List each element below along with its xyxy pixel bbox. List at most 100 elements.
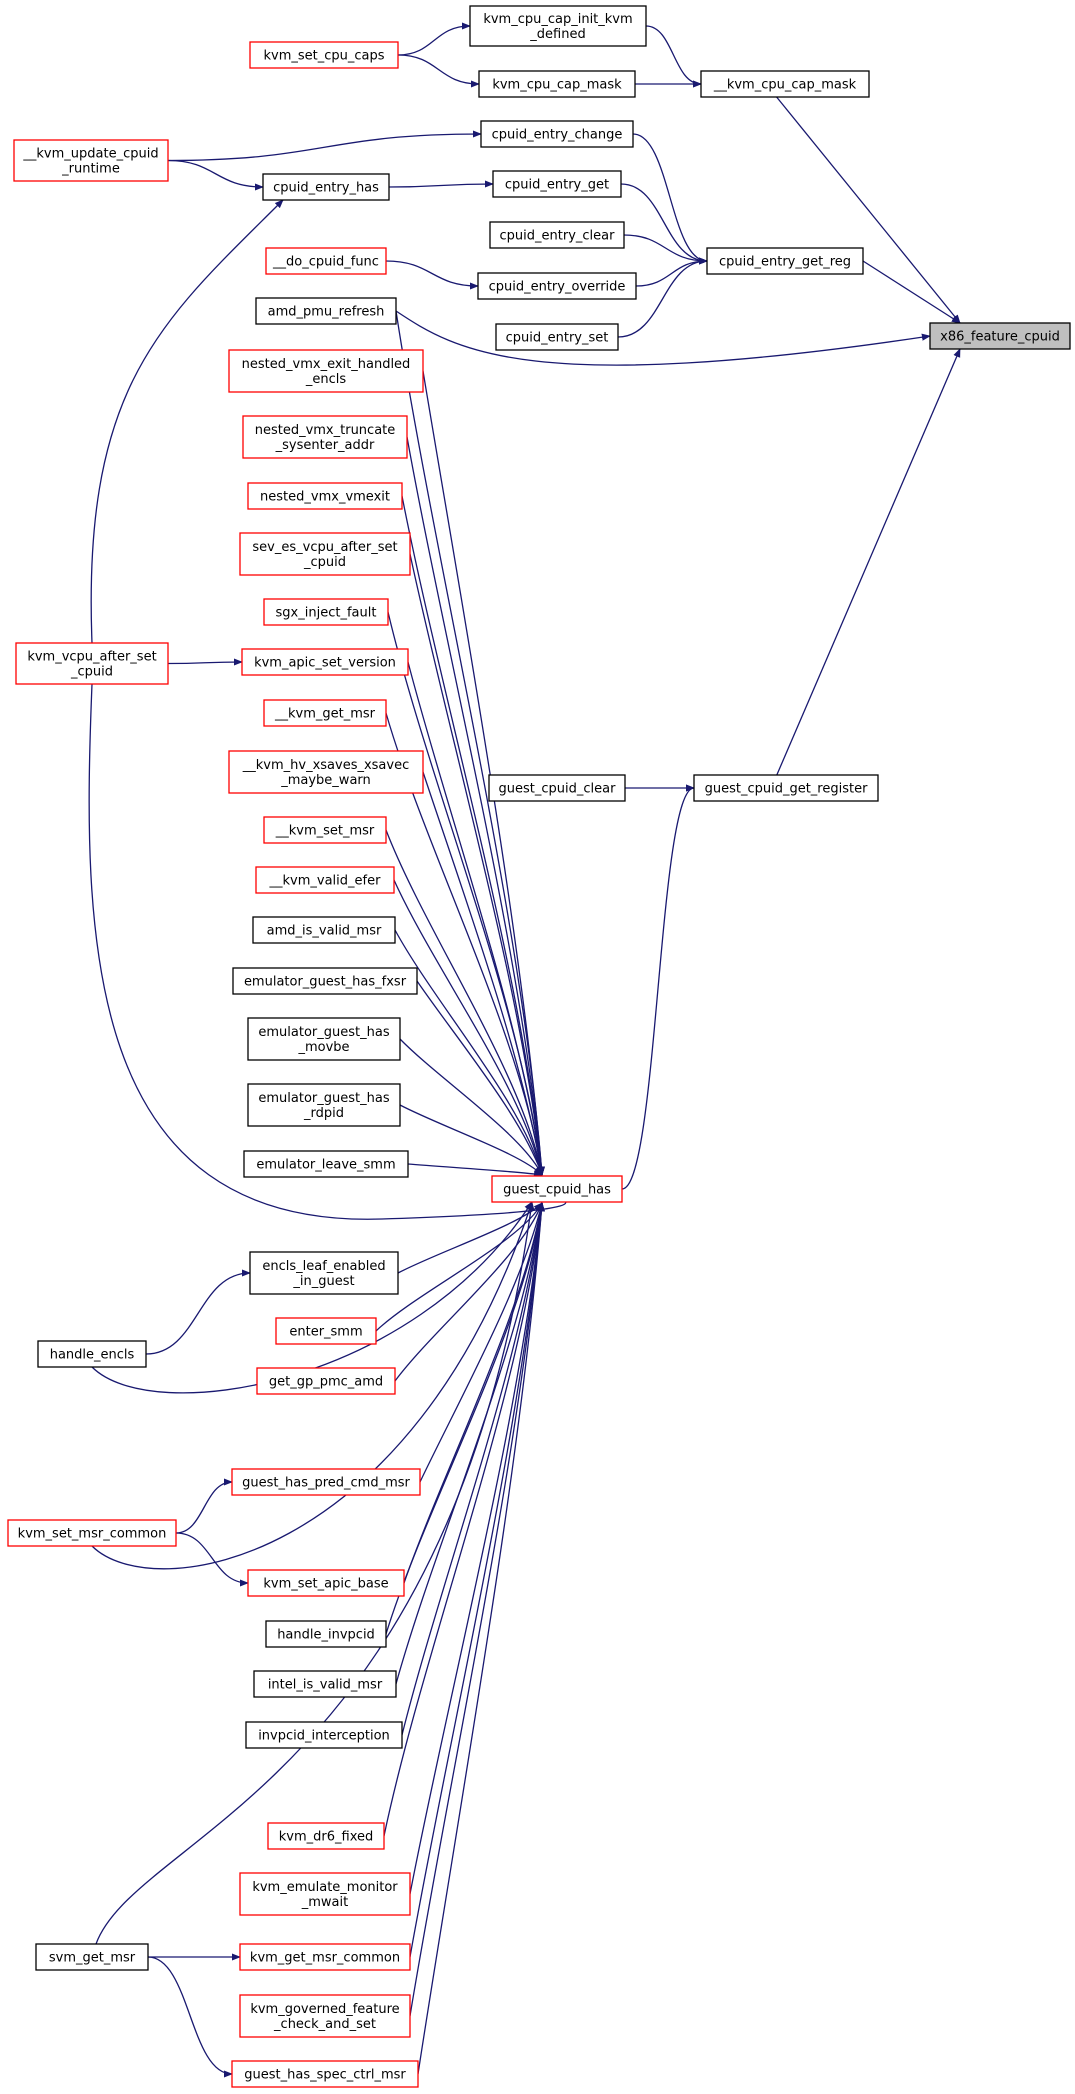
node-box [492,170,622,198]
edge-kvm-set-msr-common-to-kvm-set-apic-base [175,1532,249,1587]
node-kvm-get-msr-common[interactable]: kvm_get_msr_common [239,1943,411,1971]
node-label: __kvm_get_msr [274,707,376,722]
node-kvm-set-msr[interactable]: __kvm_set_msr [263,816,387,844]
node-box [228,750,424,794]
node-invpcid-interception[interactable]: invpcid_interception [245,1721,403,1749]
node-box [13,139,169,182]
node-kvm-cpu-cap-mask[interactable]: kvm_cpu_cap_mask [478,70,636,98]
edge-kvm-update-cpuid-runtime-to-cpuid-entry-has [167,159,264,191]
node-guest-cpuid-clear[interactable]: guest_cpuid_clear [488,774,626,802]
node-guest-cpuid-has[interactable]: guest_cpuid_has [491,1175,623,1203]
node-kvm-get-msr[interactable]: __kvm_get_msr [263,699,387,727]
node-box [267,1822,385,1850]
node-label: kvm_get_msr_common [250,1951,400,1966]
node-label: _cpuid [303,555,346,570]
node-kvm-update-cpuid-runtime[interactable]: __kvm_update_cpuid_runtime [13,139,169,182]
node-x86-feature-cpuid[interactable]: x86_feature_cpuid [929,322,1071,350]
node-cpuid-entry-change[interactable]: cpuid_entry_change [480,120,634,148]
node-label: _in_guest [292,1274,354,1289]
node-cpuid-entry-has[interactable]: cpuid_entry_has [262,173,390,201]
node-label: guest_has_pred_cmd_msr [242,1476,410,1491]
node-get-gp-pmc-amd[interactable]: get_gp_pmc_amd [256,1367,396,1395]
edge-sgx-inject-fault-to-guest-cpuid-has [387,611,545,1176]
edge-kvm-hv-xsaves-xsavec-maybe-warn-to-guest-cpuid-has [422,771,545,1176]
node-handle-invpcid[interactable]: handle_invpcid [265,1620,387,1648]
node-label: __kvm_hv_xsaves_xsavec [242,758,410,773]
node-cpuid-entry-get[interactable]: cpuid_entry_get [492,170,622,198]
node-box [480,120,634,148]
node-kvm-dr6-fixed[interactable]: kvm_dr6_fixed [267,1822,385,1850]
edge-nested-vmx-truncate-sysenter-addr-to-guest-cpuid-has [406,436,545,1176]
node-label: nested_vmx_vmexit [260,490,390,505]
node-kvm-governed-feature-check-and-set[interactable]: kvm_governed_feature_check_and_set [239,1994,411,2038]
node-label: _runtime [61,162,120,177]
node-amd-pmu-refresh[interactable]: amd_pmu_refresh [255,297,397,325]
node-enter-smm[interactable]: enter_smm [275,1317,377,1345]
node-label: handle_encls [50,1348,135,1363]
node-label: kvm_cpu_cap_mask [492,78,622,93]
node-nested-vmx-vmexit[interactable]: nested_vmx_vmexit [247,482,403,510]
node-guest-cpuid-get-register[interactable]: guest_cpuid_get_register [693,774,879,802]
node-box [247,482,403,510]
node-box [495,323,619,351]
node-guest-has-pred-cmd-msr[interactable]: guest_has_pred_cmd_msr [231,1468,421,1496]
node-kvm-cpu-cap-mask[interactable]: __kvm_cpu_cap_mask [700,70,870,98]
node-label: kvm_set_cpu_caps [263,49,384,64]
node-label: cpuid_entry_clear [500,229,616,244]
node-intel-is-valid-msr[interactable]: intel_is_valid_msr [253,1670,397,1698]
node-cpuid-entry-override[interactable]: cpuid_entry_override [477,272,637,300]
edge-cpuid-entry-get-to-cpuid-entry-get-reg [620,183,708,265]
node-box [263,816,387,844]
node-label: _cpuid [70,665,113,680]
node-kvm-apic-set-version[interactable]: kvm_apic_set_version [241,648,409,676]
node-kvm-emulate-monitor-mwait[interactable]: kvm_emulate_monitor_mwait [239,1872,411,1916]
node-box [488,774,626,802]
node-box [256,1367,396,1395]
node-nested-vmx-truncate-sysenter-addr[interactable]: nested_vmx_truncate_sysenter_addr [242,415,408,459]
node-box [263,699,387,727]
node-sgx-inject-fault[interactable]: sgx_inject_fault [263,598,389,626]
edge-guest-has-spec-ctrl-msr-to-guest-cpuid-has [417,1202,545,2075]
node-label: emulator_guest_has [258,1025,389,1040]
edge-sev-es-vcpu-after-set-cpuid-to-guest-cpuid-has [409,553,545,1176]
node-label: sev_es_vcpu_after_set [252,540,397,555]
node-cpuid-entry-clear[interactable]: cpuid_entry_clear [489,221,625,249]
edge-guest-has-pred-cmd-msr-to-guest-cpuid-has [419,1202,544,1483]
node-amd-is-valid-msr[interactable]: amd_is_valid_msr [252,916,396,944]
node-label: invpcid_interception [258,1729,390,1744]
node-label: amd_is_valid_msr [267,924,382,939]
node-emulator-guest-has-movbe[interactable]: emulator_guest_has_movbe [247,1017,401,1061]
node-kvm-set-cpu-caps[interactable]: kvm_set_cpu_caps [249,41,399,69]
node-label: kvm_dr6_fixed [279,1830,374,1845]
node-label: kvm_cpu_cap_init_kvm [483,12,632,27]
edge-kvm-set-msr-common-to-guest-cpuid-has [91,1201,533,1570]
node-handle-encls[interactable]: handle_encls [37,1340,147,1368]
node-box [37,1340,147,1368]
edge-cpuid-entry-change-to-cpuid-entry-get-reg [632,133,708,265]
node-emulator-guest-has-rdpid[interactable]: emulator_guest_has_rdpid [247,1083,401,1127]
node-guest-has-spec-ctrl-msr[interactable]: guest_has_spec_ctrl_msr [231,2060,419,2088]
node-nested-vmx-exit-handled-encls[interactable]: nested_vmx_exit_handled_encls [228,349,424,393]
node-emulator-guest-has-fxsr[interactable]: emulator_guest_has_fxsr [232,967,418,995]
node-kvm-cpu-cap-init-kvm-defined[interactable]: kvm_cpu_cap_init_kvm_defined [469,5,647,47]
edge-handle-encls-to-encls-leaf-enabled-in-guest [145,1269,251,1355]
node-kvm-vcpu-after-set-cpuid[interactable]: kvm_vcpu_after_set_cpuid [15,642,169,685]
node-kvm-hv-xsaves-xsavec-maybe-warn[interactable]: __kvm_hv_xsaves_xsavec_maybe_warn [228,750,424,794]
node-do-cpuid-func[interactable]: __do_cpuid_func [265,247,387,275]
edge-nested-vmx-vmexit-to-guest-cpuid-has [401,495,545,1176]
node-kvm-set-apic-base[interactable]: kvm_set_apic_base [247,1569,405,1597]
edge-nested-vmx-exit-handled-encls-to-guest-cpuid-has [422,370,545,1176]
node-label: _rdpid [303,1106,344,1121]
node-cpuid-entry-set[interactable]: cpuid_entry_set [495,323,619,351]
node-svm-get-msr[interactable]: svm_get_msr [35,1943,149,1971]
node-encls-leaf-enabled-in-guest[interactable]: encls_leaf_enabled_in_guest [249,1251,399,1295]
node-label: nested_vmx_truncate [255,423,396,438]
node-kvm-valid-efer[interactable]: __kvm_valid_efer [255,866,395,894]
node-box [7,1519,177,1547]
node-box [231,2060,419,2088]
node-emulator-leave-smm[interactable]: emulator_leave_smm [243,1150,409,1178]
node-kvm-set-msr-common[interactable]: kvm_set_msr_common [7,1519,177,1547]
node-label: encls_leaf_enabled [262,1259,385,1274]
node-sev-es-vcpu-after-set-cpuid[interactable]: sev_es_vcpu_after_set_cpuid [239,532,411,576]
node-cpuid-entry-get-reg[interactable]: cpuid_entry_get_reg [706,247,864,275]
